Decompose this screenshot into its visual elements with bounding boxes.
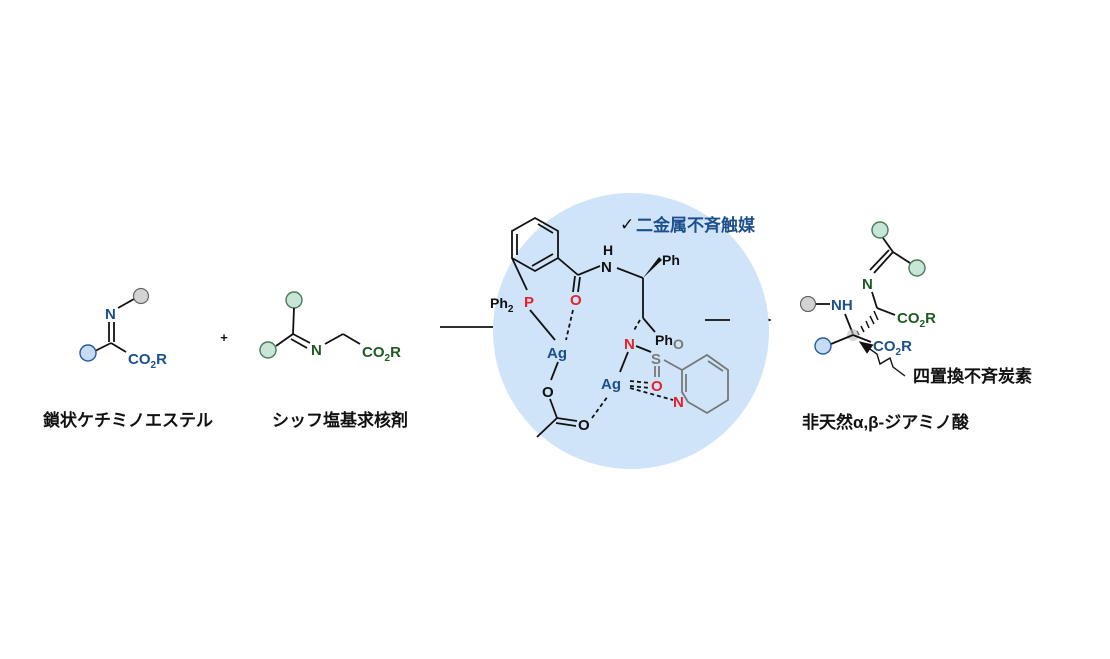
reactant2-label: シッフ塩基求核剤 bbox=[272, 410, 408, 430]
reactant1-label: 鎖状ケチミノエステル bbox=[43, 410, 213, 430]
catalyst-structure: ✓ 二金属不斉触媒 Ph2 P O H N Ph Ph Ag O O N bbox=[474, 193, 769, 469]
reactant-ketiminoester: N CO2R 鎖状ケチミノエステル bbox=[43, 287, 213, 430]
ester-group: CO2R bbox=[128, 351, 167, 371]
substituent-green-circle bbox=[259, 341, 277, 359]
imine-nitrogen: N bbox=[311, 342, 322, 359]
phenyl-group: Ph bbox=[655, 332, 673, 348]
product-label: 非天然α,β-ジアミノ酸 bbox=[802, 412, 970, 432]
ph2p-group: Ph2 bbox=[490, 295, 514, 315]
amine-nh: NH bbox=[831, 297, 853, 314]
ester-group-green: CO2R bbox=[897, 310, 936, 330]
ester-group-blue: CO2R bbox=[873, 338, 912, 358]
sulfur-atom: S bbox=[651, 351, 661, 368]
acetate-oxygen: O bbox=[578, 417, 590, 434]
product-diamino-acid: N CO2R NH CO2R 四置換不斉炭素 非天然α,β-ジアミノ酸 bbox=[799, 221, 1032, 432]
sulfonyl-oxygen: O bbox=[651, 378, 663, 395]
sulfonamide-nitrogen: N bbox=[624, 336, 635, 353]
substituent-blue-circle bbox=[814, 337, 832, 355]
silver-atom: Ag bbox=[601, 376, 621, 393]
check-icon: ✓ bbox=[620, 215, 634, 234]
pyridine-nitrogen: N bbox=[673, 394, 684, 411]
plus-sign: + bbox=[220, 330, 228, 345]
reactant-schiff-base: N CO2R シッフ塩基求核剤 bbox=[259, 291, 408, 430]
amide-nitrogen: N bbox=[601, 259, 612, 276]
amide-hydrogen: H bbox=[603, 242, 613, 258]
substituent-blue-circle bbox=[79, 344, 97, 362]
substituent-green-circle bbox=[871, 221, 889, 239]
phosphorus-atom: P bbox=[524, 294, 534, 311]
substituent-gray-circle bbox=[132, 287, 150, 305]
substituent-gray-circle bbox=[799, 295, 817, 313]
sulfonyl-oxygen: O bbox=[673, 336, 684, 352]
substituent-green-circle bbox=[285, 291, 303, 309]
acetate-oxygen: O bbox=[542, 384, 554, 401]
annotation-arrow bbox=[858, 341, 906, 377]
amide-oxygen: O bbox=[570, 292, 582, 309]
quaternary-stereocenter-label: 四置換不斉炭素 bbox=[913, 366, 1032, 386]
imine-nitrogen: N bbox=[862, 276, 873, 293]
imine-nitrogen: N bbox=[105, 306, 116, 323]
substituent-green-circle bbox=[908, 259, 926, 277]
ester-group: CO2R bbox=[362, 344, 401, 364]
phenyl-group: Ph bbox=[662, 252, 680, 268]
catalyst-title: 二金属不斉触媒 bbox=[636, 215, 756, 235]
silver-atom: Ag bbox=[547, 345, 567, 362]
